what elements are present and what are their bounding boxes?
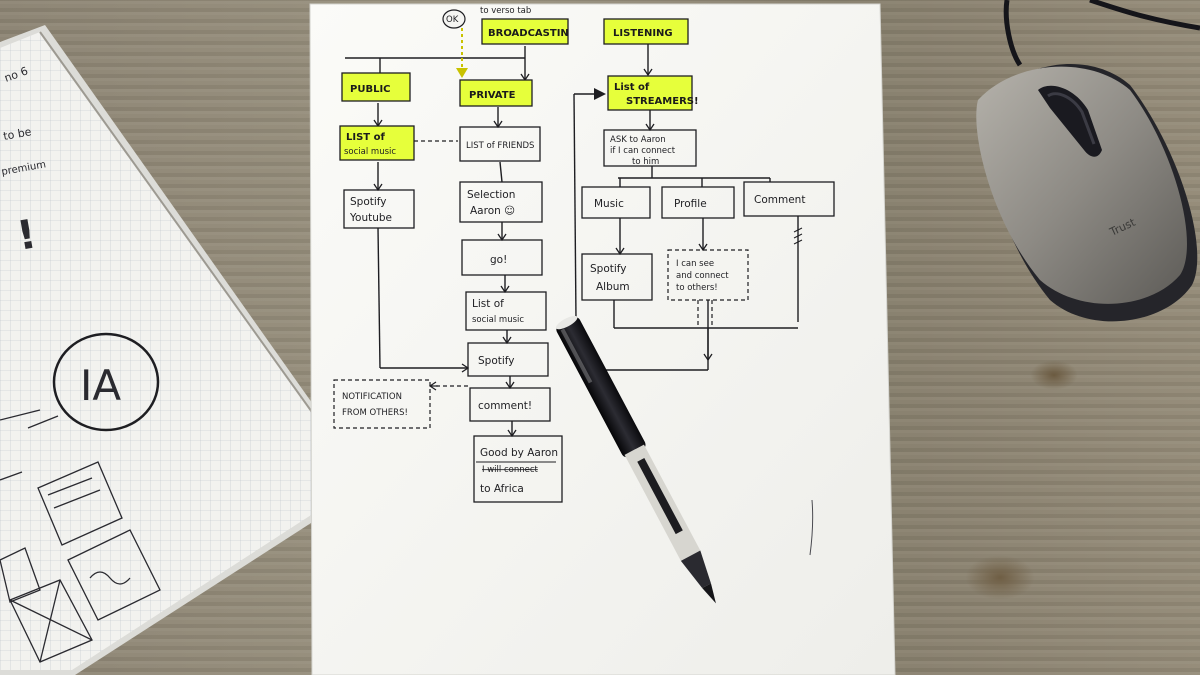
hash-marks	[793, 227, 803, 245]
box-music: Music	[581, 186, 651, 219]
svg-text:Music: Music	[594, 198, 624, 210]
annotation-top: to verso tab	[480, 6, 531, 16]
svg-text:go!: go!	[490, 254, 507, 266]
svg-text:LIST of FRIENDS: LIST of FRIENDS	[466, 141, 534, 151]
svg-text:PRIVATE: PRIVATE	[469, 90, 516, 101]
wood-knot	[965, 555, 1035, 600]
notebook: IA no 6 to be premium !	[0, 25, 370, 675]
ia-circle-sketch: IA	[52, 332, 160, 432]
svg-text:List of: List of	[614, 82, 650, 93]
svg-text:FROM OTHERS!: FROM OTHERS!	[342, 408, 408, 418]
svg-text:to him: to him	[632, 157, 659, 167]
box-notification: NOTIFICATION FROM OTHERS!	[333, 379, 431, 429]
svg-text:List of: List of	[472, 298, 504, 310]
svg-text:social music: social music	[344, 147, 396, 157]
svg-text:if I can connect: if I can connect	[610, 146, 676, 156]
margin-note-2: to be	[2, 125, 32, 143]
svg-text:Youtube: Youtube	[349, 212, 392, 224]
box-spotify-youtube: Spotify Youtube	[343, 189, 415, 229]
header-list-of-streamers: List of STREAMERS!	[607, 75, 699, 111]
mouse-icon: Trust	[976, 0, 1200, 322]
ok-badge: OK	[442, 9, 466, 29]
svg-text:NOTIFICATION: NOTIFICATION	[342, 392, 402, 402]
box-comment: comment!	[469, 387, 551, 422]
header-listening: LISTENING	[603, 18, 689, 45]
ia-label: IA	[80, 361, 121, 410]
header-private: PRIVATE	[459, 79, 533, 107]
svg-text:STREAMERS!: STREAMERS!	[626, 96, 699, 107]
svg-text:Spotify: Spotify	[350, 196, 387, 208]
svg-text:to others!: to others!	[676, 283, 718, 293]
box-profile: Profile	[661, 186, 735, 219]
header-public: PUBLIC	[341, 72, 411, 102]
box-selection-aaron: Selection Aaron ☺	[459, 181, 543, 223]
svg-text:LISTENING: LISTENING	[613, 28, 673, 39]
svg-text:to Africa: to Africa	[480, 483, 524, 495]
box-spotify: Spotify	[467, 342, 549, 377]
box-i-can-see: I can see and connect to others!	[667, 249, 749, 301]
svg-text:Spotify: Spotify	[590, 263, 627, 275]
box-comment-right: Comment	[743, 181, 835, 217]
svg-text:I can see: I can see	[676, 259, 714, 269]
svg-text:Comment: Comment	[754, 194, 805, 206]
svg-text:and connect: and connect	[676, 271, 729, 281]
svg-text:PUBLIC: PUBLIC	[350, 84, 391, 95]
box-go: go!	[461, 239, 543, 276]
svg-text:comment!: comment!	[478, 400, 532, 412]
box-goodbye-aaron: Good by Aaron I will connect to Africa	[473, 435, 563, 503]
box-list-of-friends: LIST of FRIENDS	[459, 126, 541, 162]
svg-text:Good by Aaron: Good by Aaron	[480, 447, 558, 459]
svg-text:I will connect: I will connect	[482, 465, 538, 475]
svg-text:Profile: Profile	[674, 198, 707, 210]
wireframe-sketches	[0, 409, 161, 663]
svg-text:Spotify: Spotify	[478, 355, 515, 367]
arrow-head-filled	[594, 88, 606, 100]
header-list-of-social-music: LIST of social music	[339, 125, 415, 161]
flowchart-paper	[309, 3, 896, 675]
svg-text:Aaron ☺: Aaron ☺	[470, 205, 515, 217]
svg-text:social music: social music	[472, 315, 524, 325]
flow-connectors	[345, 44, 799, 436]
stray-pen-mark	[809, 499, 814, 556]
svg-text:Selection: Selection	[467, 189, 515, 201]
box-ask-aaron: ASK to Aaron if I can connect to him	[603, 129, 697, 167]
svg-text:BROADCASTIN: BROADCASTIN	[488, 28, 569, 39]
header-broadcasting: BROADCASTIN	[481, 18, 569, 45]
box-list-of-social-music-2: List of social music	[465, 291, 547, 331]
svg-text:LIST of: LIST of	[346, 132, 385, 143]
svg-text:Album: Album	[596, 281, 630, 293]
pen-icon	[555, 315, 716, 604]
yellow-arrow-head	[456, 68, 468, 78]
wood-knot	[1030, 360, 1078, 390]
ok-badge-text: OK	[446, 15, 459, 25]
svg-text:ASK to Aaron: ASK to Aaron	[610, 135, 666, 145]
box-spotify-album: Spotify Album	[581, 253, 653, 301]
